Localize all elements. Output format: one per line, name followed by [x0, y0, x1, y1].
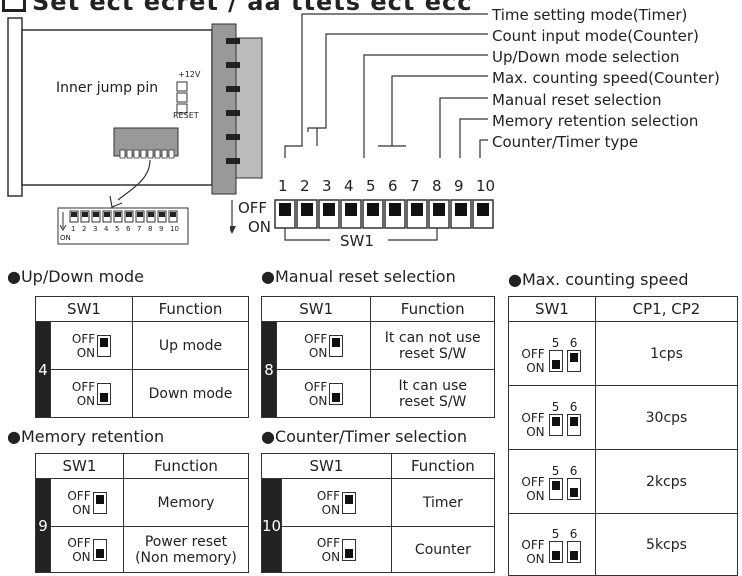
reset-h1: SW1: [260, 296, 372, 322]
switch-on-icon: [329, 382, 344, 405]
speed-2kcps: 2kcps: [595, 449, 738, 514]
ct-title: ●Counter/Timer selection: [261, 427, 468, 446]
strip-on-label: ON: [248, 218, 272, 236]
legend-item: Max. counting speed(Counter): [492, 69, 720, 87]
legend-item: Manual reset selection: [492, 91, 662, 109]
updown-h2: Function: [132, 296, 249, 322]
square-bullet-icon: [2, 0, 26, 12]
ct-h1: SW1: [261, 453, 392, 479]
switch-strip-drawing: [230, 13, 494, 241]
switch-off-icon: [548, 413, 563, 436]
switch-on-icon: [566, 540, 581, 563]
updown-up: Up mode: [132, 321, 249, 370]
speed-30cps: 30cps: [595, 385, 738, 450]
memory-h1: SW1: [35, 453, 124, 479]
switch-off-icon: [92, 491, 107, 514]
small-on-label: ON: [60, 234, 71, 242]
memory-title: ●Memory retention: [7, 427, 165, 446]
v12-label: +12V: [178, 70, 201, 79]
ct-timer: Timer: [390, 478, 496, 527]
memory-h2: Function: [122, 453, 250, 479]
ct-counter: Counter: [390, 526, 496, 573]
legend-item: Memory retention selection: [492, 112, 699, 130]
switch-on-icon: [548, 540, 563, 563]
reset-title: ●Manual reset selection: [261, 267, 456, 286]
legend-item: Time setting mode(Timer): [492, 6, 688, 24]
ct-switch-number: 10: [260, 478, 283, 573]
legend-item: Count input mode(Counter): [492, 27, 699, 45]
page-title: Set ect ecret / aa ttets ect ecc: [2, 0, 472, 16]
memory-memory: Memory: [122, 478, 250, 527]
legend-item: Counter/Timer type: [492, 133, 639, 151]
switch-on-icon: [566, 477, 581, 500]
reset-switch-number: 8: [261, 321, 277, 418]
inner-jump-pin-label: Inner jump pin: [56, 80, 159, 96]
reset-label: RESET: [173, 111, 199, 120]
speed-1cps: 1cps: [595, 321, 738, 386]
strip-sw1-label: SW1: [340, 232, 374, 250]
updown-down: Down mode: [132, 369, 249, 418]
switch-off-icon: [548, 477, 563, 500]
switch-off-icon: [566, 349, 581, 372]
switch-on-icon: [342, 538, 357, 561]
updown-h1: SW1: [34, 296, 134, 322]
switch-off-icon: [97, 334, 112, 357]
device-drawing: [7, 17, 263, 245]
speed-h2: CP1, CP2: [595, 296, 738, 322]
ct-h2: Function: [390, 453, 496, 479]
speed-h1: SW1: [508, 296, 596, 322]
switch-on-icon: [92, 538, 107, 561]
switch-off-icon: [566, 413, 581, 436]
memory-power-reset: Power reset(Non memory): [122, 526, 250, 573]
switch-off-icon: [329, 334, 344, 357]
speed-5kcps: 5kcps: [595, 513, 738, 576]
updown-switch-number: 4: [35, 321, 51, 418]
strip-off-label: OFF: [238, 199, 268, 217]
switch-on-icon: [97, 382, 112, 405]
switch-on-icon: [548, 349, 563, 372]
speed-title: ●Max. counting speed: [508, 270, 689, 289]
memory-switch-number: 9: [35, 478, 51, 573]
switch-off-icon: [342, 491, 357, 514]
updown-title: ●Up/Down mode: [7, 267, 145, 286]
reset-h2: Function: [370, 296, 495, 322]
legend-item: Up/Down mode selection: [492, 48, 680, 66]
